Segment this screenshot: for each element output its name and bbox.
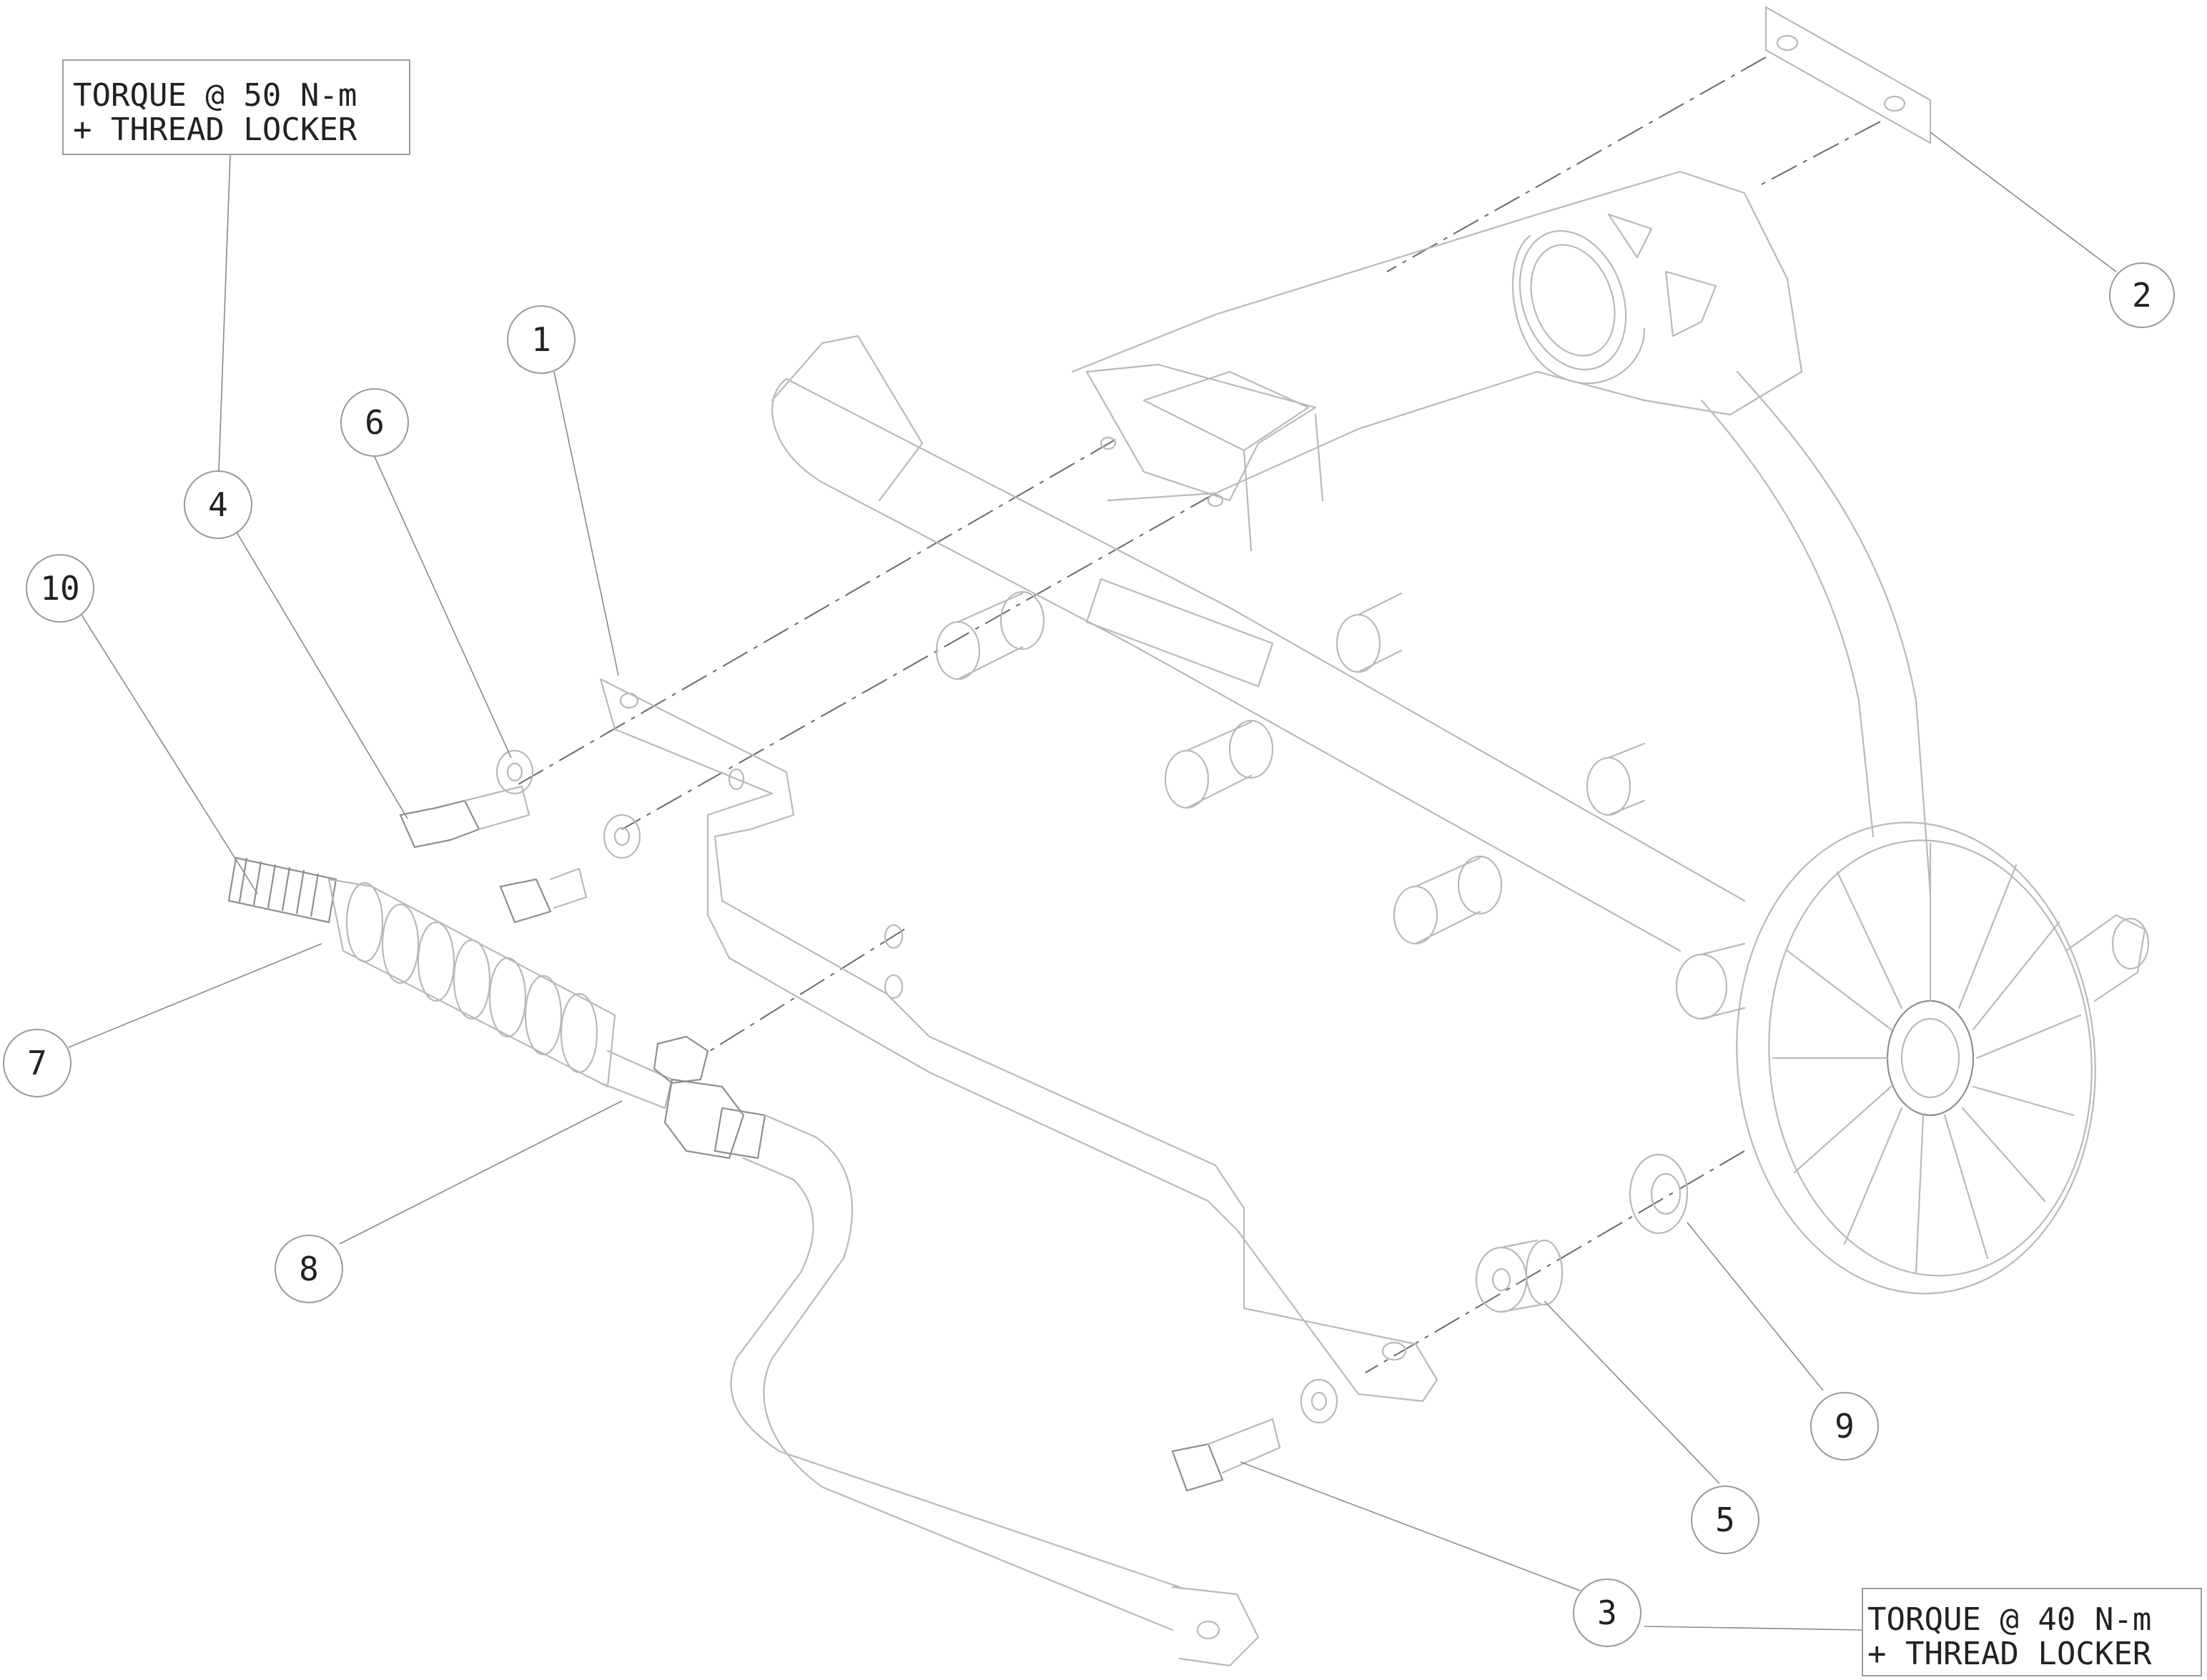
main-frame xyxy=(771,6,1932,1020)
torque-note-50: TORQUE @ 50 N-m + THREAD LOCKER xyxy=(62,59,410,155)
callout-7: 7 xyxy=(3,1029,71,1097)
torque-note-50-line1: TORQUE @ 50 N-m xyxy=(73,77,357,114)
swing-arm-part-1 xyxy=(599,678,1438,1403)
torque-note-40: TORQUE @ 40 N-m + THREAD LOCKER xyxy=(1862,1588,2202,1676)
callout-1: 1 xyxy=(507,305,576,374)
callout-1-label: 1 xyxy=(531,320,551,359)
caster-wheel xyxy=(1736,821,2150,1295)
assembly-axes xyxy=(514,56,1881,1373)
callout-4: 4 xyxy=(184,470,252,539)
leader-lines xyxy=(68,132,2117,1631)
callout-3-label: 3 xyxy=(1597,1593,1617,1632)
callout-8: 8 xyxy=(275,1235,343,1303)
callout-5: 5 xyxy=(1691,1486,1759,1554)
torque-note-40-line1: TORQUE @ 40 N-m xyxy=(1867,1601,2151,1638)
callout-8-label: 8 xyxy=(299,1250,319,1288)
torque-note-50-line2: + THREAD LOCKER xyxy=(73,112,357,148)
callout-6: 6 xyxy=(340,388,409,457)
callout-7-label: 7 xyxy=(27,1044,47,1082)
callout-6-label: 6 xyxy=(365,403,385,442)
callout-2: 2 xyxy=(2109,262,2175,328)
callout-10-label: 10 xyxy=(40,569,79,608)
callout-5-label: 5 xyxy=(1715,1501,1735,1539)
spring-shock-assembly xyxy=(227,856,1260,1667)
callout-4-label: 4 xyxy=(208,485,228,524)
callout-10: 10 xyxy=(26,554,94,623)
fasteners xyxy=(399,749,1689,1492)
callout-9-label: 9 xyxy=(1835,1407,1855,1446)
callout-9: 9 xyxy=(1810,1392,1879,1461)
callout-3: 3 xyxy=(1573,1578,1641,1647)
callout-2-label: 2 xyxy=(2132,276,2152,315)
torque-note-40-line2: + THREAD LOCKER xyxy=(1867,1636,2152,1672)
